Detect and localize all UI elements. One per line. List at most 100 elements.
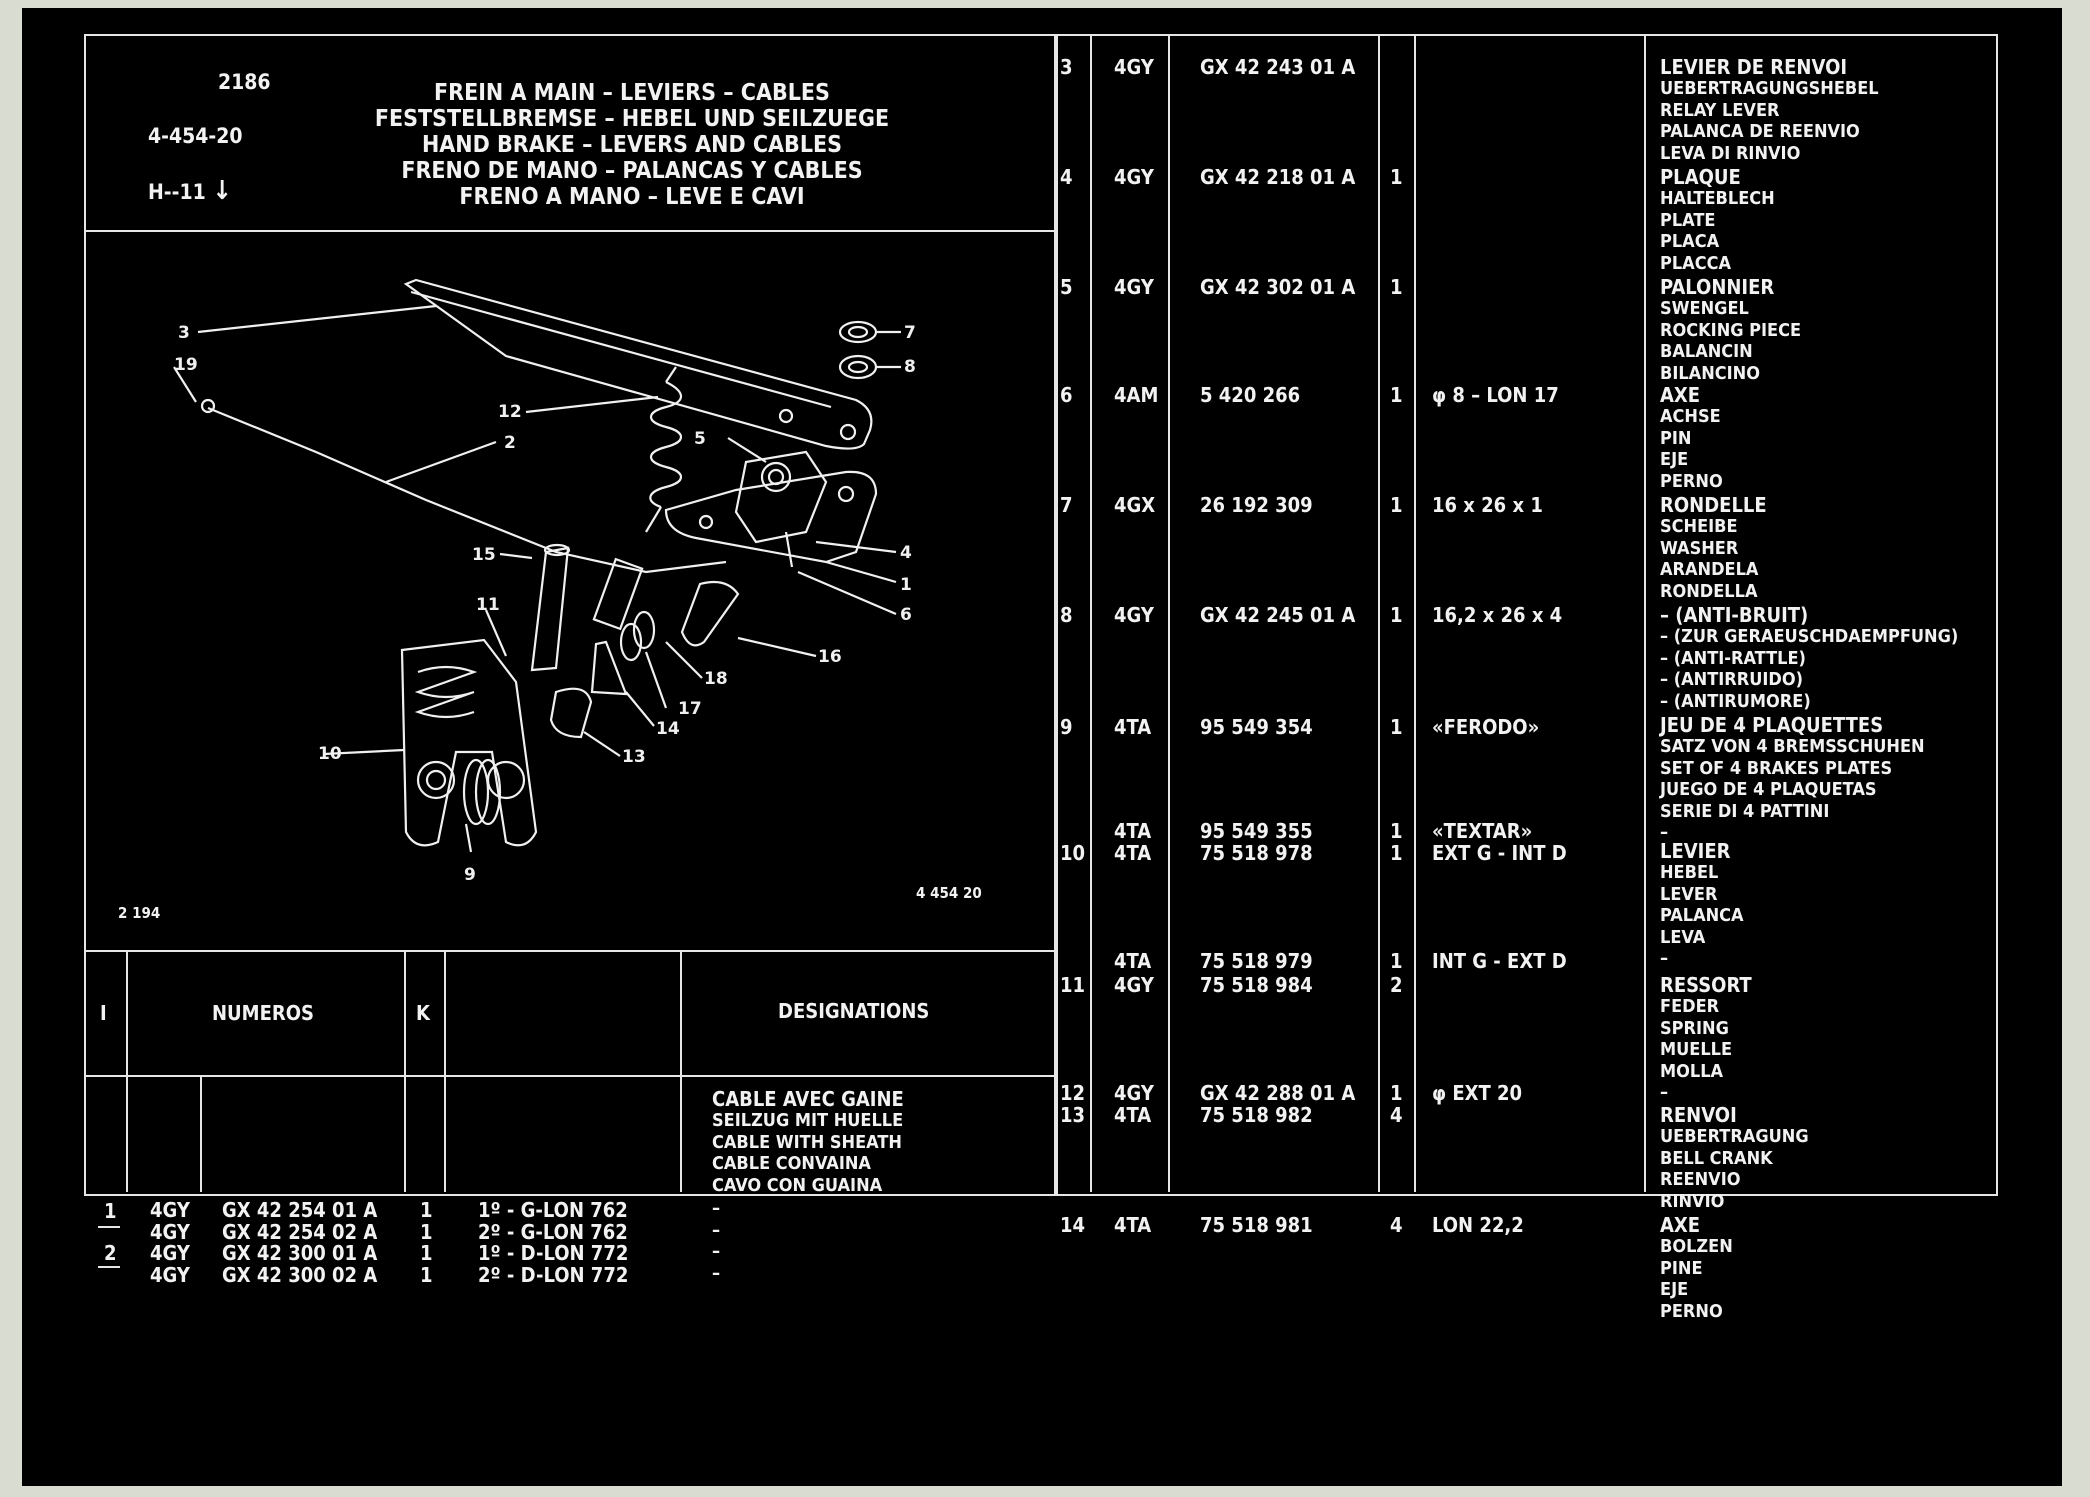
designation-head: PALONNIER [1660, 275, 1775, 299]
item-number: 10 [1060, 841, 1086, 865]
designation-line: PINE [1660, 1257, 1703, 1279]
callout-12: 12 [498, 402, 522, 422]
diagram-code-left: 2 194 [118, 904, 161, 922]
designation-line: PALANCA DE REENVIO [1660, 121, 1860, 142]
part-number: GX 42 300 02 A [222, 1262, 378, 1287]
supplier-code: 4GY [150, 1241, 190, 1265]
designation-head: RESSORT [1660, 973, 1752, 997]
item-number: 2 [104, 1241, 117, 1265]
designation-line: CABLE CONVAINA [712, 1153, 871, 1174]
designation-line: PERNO [1660, 470, 1723, 492]
supplier-code: 4GY [150, 1219, 190, 1244]
designation-line: RONDELLA [1660, 580, 1758, 602]
designation-line: FEDER [1660, 996, 1720, 1017]
part-number: 75 518 978 [1200, 841, 1313, 865]
item-number: 11 [1060, 973, 1086, 997]
col-header-k: K [416, 1001, 430, 1025]
designation-line: LEVA DI RINVIO [1660, 142, 1801, 164]
item-underline [98, 1226, 120, 1228]
quantity: 1 [1390, 841, 1403, 865]
quantity: 1 [1390, 165, 1403, 189]
right-panel-frame [1054, 34, 1998, 1196]
dimension-spec: φ 8 – LON 17 [1432, 383, 1559, 407]
item-number: 8 [1060, 603, 1073, 627]
table-header-divider [84, 1075, 1054, 1077]
designation-head: RONDELLE [1660, 493, 1767, 517]
quantity: 1 [1390, 275, 1403, 299]
col-divider [1378, 34, 1380, 1192]
supplier-code: 4GY [150, 1262, 190, 1287]
supplier-code: 4TA [1114, 819, 1152, 843]
part-number: GX 42 288 01 A [1200, 1081, 1356, 1105]
callout-7: 7 [904, 323, 916, 343]
quantity: 4 [1390, 1213, 1403, 1237]
designation-line: CAVO CON GUAINA [712, 1174, 883, 1196]
callout-3: 3 [178, 323, 190, 343]
callout-18: 18 [704, 669, 728, 689]
diagram-divider [84, 950, 1054, 952]
col-divider [444, 950, 446, 1192]
parts-sheet [22, 8, 2062, 1486]
col-divider [1414, 34, 1416, 1192]
diagram-code-right: 4 454 20 [916, 884, 982, 902]
item-number: 13 [1060, 1103, 1086, 1127]
supplier-code: 4TA [1114, 1213, 1152, 1237]
designation-line: PLATE [1660, 209, 1716, 231]
quantity: 2 [1390, 973, 1403, 997]
designation-line: SATZ VON 4 BREMSSCHUHEN [1660, 736, 1925, 757]
quantity: 1 [1390, 715, 1403, 739]
designation-dash: – [712, 1219, 721, 1241]
designation-head: AXE [1660, 383, 1701, 407]
designation-line: PIN [1660, 427, 1692, 449]
callout-14: 14 [656, 719, 680, 739]
dimension-spec: 2º - D-LON 772 [478, 1262, 629, 1287]
item-number: 5 [1060, 275, 1073, 299]
dimension-spec: «TEXTAR» [1432, 819, 1533, 843]
designation-line: UEBERTRAGUNGSHEBEL [1660, 78, 1879, 99]
designation-line: – (ANTIRRUIDO) [1660, 669, 1804, 690]
dimension-spec: 16,2 x 26 x 4 [1432, 603, 1563, 627]
dimension-spec: 1º - G-LON 762 [478, 1198, 628, 1222]
part-number: 95 549 354 [1200, 715, 1313, 739]
quantity: 1 [1390, 603, 1403, 627]
part-number: 75 518 979 [1200, 949, 1313, 973]
dimension-spec: 16 x 26 x 1 [1432, 493, 1543, 517]
part-number: GX 42 302 01 A [1200, 275, 1356, 299]
designation-head: PLAQUE [1660, 165, 1741, 189]
designation-block: – (ANTI-BRUIT)– (ZUR GERAEUSCHDAEMPFUNG)… [1660, 604, 1958, 712]
designation-line: REENVIO [1660, 1169, 1741, 1190]
designation-line: PALANCA [1660, 905, 1744, 926]
designation-line: PLACCA [1660, 252, 1732, 274]
col-divider [126, 950, 128, 1192]
item-number: 3 [1060, 55, 1073, 79]
dimension-spec: LON 22,2 [1432, 1213, 1524, 1237]
designation-dash: – [712, 1198, 721, 1219]
designation-line: BOLZEN [1660, 1236, 1733, 1257]
part-number: 5 420 266 [1200, 383, 1301, 407]
col-divider [1168, 34, 1170, 1192]
item-number: 7 [1060, 493, 1073, 517]
designation-line: – (ANTIRUMORE) [1660, 690, 1811, 712]
designation-line: BELL CRANK [1660, 1147, 1773, 1169]
supplier-code: 4GY [1114, 1081, 1154, 1105]
dimension-spec: φ EXT 20 [1432, 1081, 1523, 1105]
supplier-code: 4GX [1114, 493, 1156, 517]
part-number: 75 518 982 [1200, 1103, 1313, 1127]
designation-head: LEVIER [1660, 839, 1731, 863]
col-header-numeros: NUMEROS [212, 1001, 314, 1025]
title-line: FRENO A MANO – LEVE E CAVI [459, 184, 805, 210]
supplier-code: 4TA [1114, 1103, 1152, 1127]
designation-line: RINVIO [1660, 1190, 1725, 1212]
callout-8: 8 [904, 357, 916, 377]
designation-line: – [1660, 1082, 1669, 1103]
designation-line: – [1660, 822, 1669, 843]
callout-4: 4 [900, 543, 912, 563]
dimension-spec: 1º - D-LON 772 [478, 1241, 629, 1265]
dimension-spec: «FERODO» [1432, 715, 1540, 739]
ref-code: 2186 [218, 70, 271, 94]
callout-1: 1 [900, 575, 912, 595]
